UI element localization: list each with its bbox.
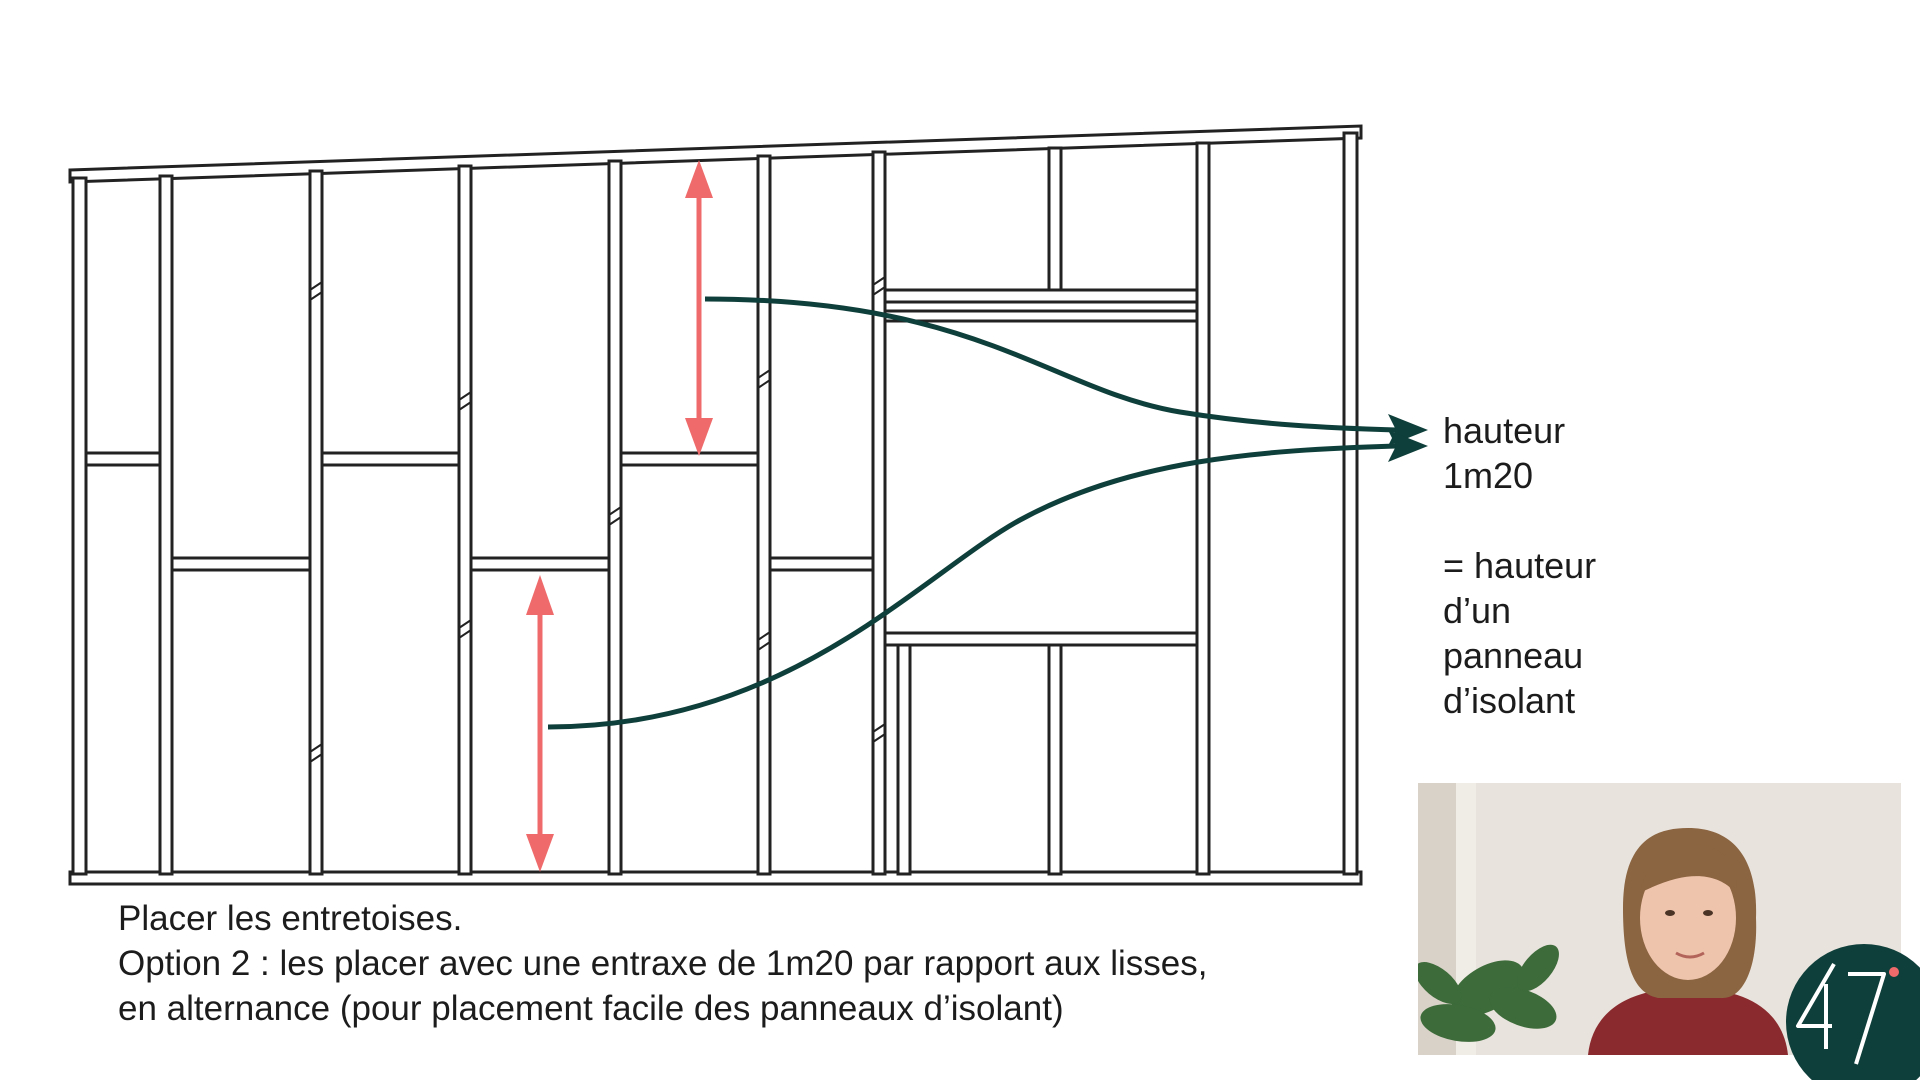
annotation-line-1: hauteur: [1443, 410, 1566, 451]
caption-line-2: Option 2 : les placer avec une entraxe d…: [118, 944, 1208, 983]
window-sill: [883, 631, 1199, 647]
stud: [1047, 146, 1063, 292]
brace: [619, 451, 760, 467]
caption-line-1: Placer les entretoises.: [118, 899, 463, 938]
annotation-line-4: d’un: [1443, 590, 1512, 631]
brace: [170, 556, 312, 572]
pointer-arrow-upper: [704, 296, 1397, 433]
brace: [84, 451, 162, 467]
wall-frame: [68, 124, 1363, 886]
brace: [469, 556, 611, 572]
top-plate: [68, 124, 1363, 184]
stud: [308, 169, 324, 876]
stud-left-end: [71, 176, 88, 876]
presenter: [1588, 828, 1788, 1055]
brand-logo-icon: [1786, 944, 1920, 1080]
annotation-line-3: = hauteur: [1443, 545, 1597, 586]
stud: [871, 150, 887, 876]
height-arrow-upper: [685, 160, 713, 456]
brace: [320, 451, 461, 467]
stud: [158, 174, 174, 876]
stud: [1195, 141, 1211, 876]
pointer-arrowhead-lower: [1388, 430, 1428, 462]
stud: [457, 164, 473, 876]
height-arrow-lower: [526, 575, 554, 872]
height-annotation: hauteur 1m20 = hauteur d’un panneau d’is…: [1443, 408, 1803, 723]
fastener-marks: [309, 276, 886, 763]
slide-caption: Placer les entretoises. Option 2 : les p…: [118, 896, 1418, 1031]
plant: [1418, 944, 1559, 1042]
caption-line-3: en alternance (pour placement facile des…: [118, 989, 1064, 1028]
stud: [1047, 643, 1063, 876]
bottom-plate: [68, 870, 1363, 886]
annotation-spacer: [1443, 498, 1803, 543]
brace: [768, 556, 875, 572]
annotation-line-5: panneau: [1443, 635, 1584, 676]
annotation-line-2: 1m20: [1443, 455, 1534, 496]
pointer-arrow-lower: [547, 443, 1397, 730]
window-lintel-lower: [883, 309, 1199, 323]
stud-right-end: [1342, 131, 1359, 876]
stud: [756, 154, 772, 876]
window-lintel: [883, 288, 1199, 304]
stud-trimmer: [896, 643, 912, 876]
annotation-line-6: d’isolant: [1443, 680, 1576, 721]
